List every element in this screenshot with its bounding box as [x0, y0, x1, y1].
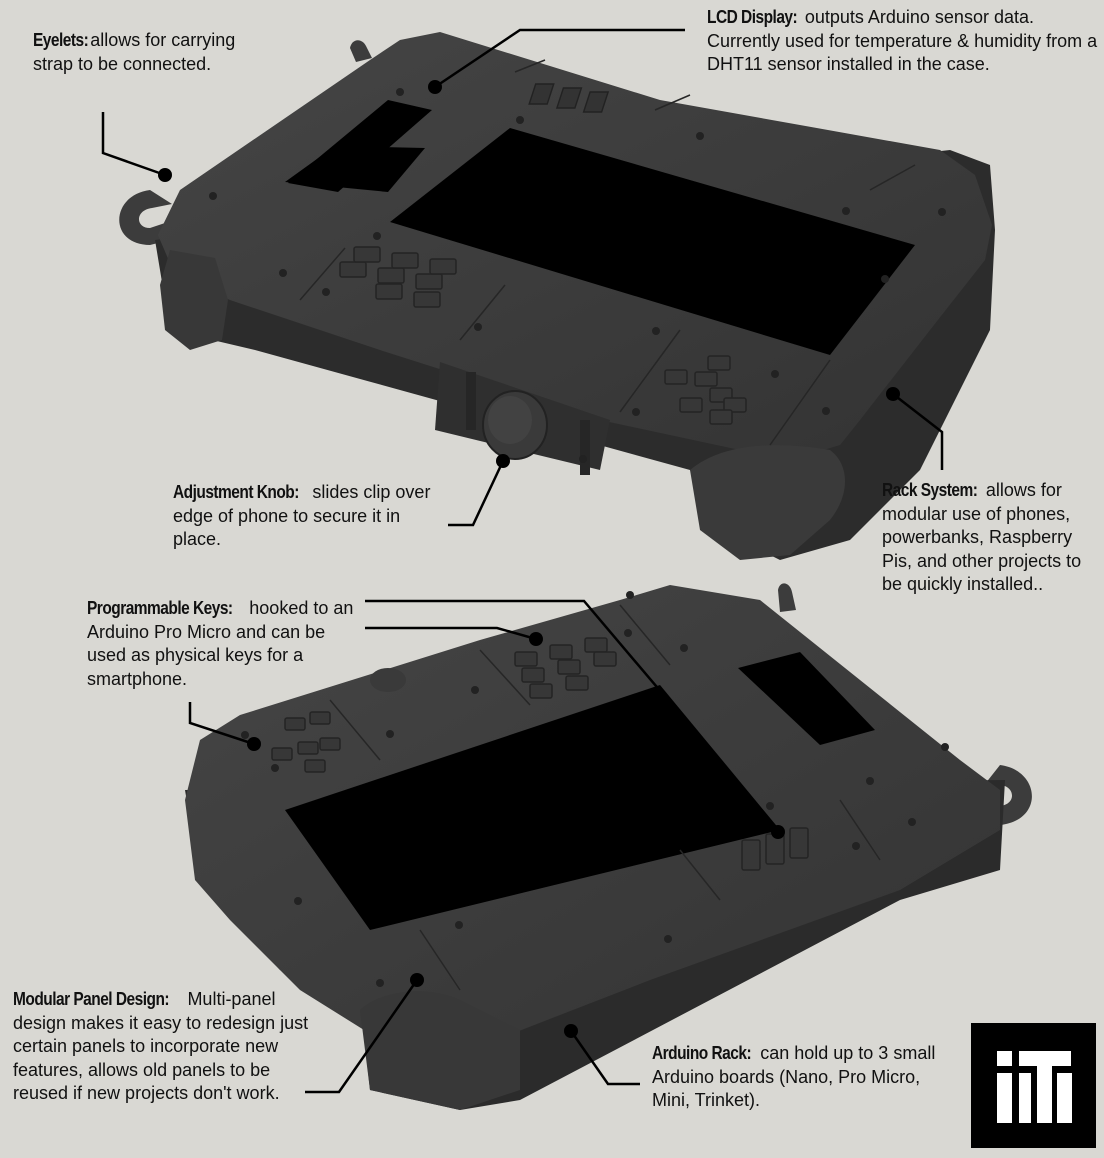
iti-monogram-icon [997, 1051, 1072, 1123]
callout-knob-title: Adjustment Knob: [173, 482, 299, 502]
callout-adjustment-knob: Adjustment Knob: slides clip over edge o… [173, 481, 453, 552]
callout-eyelets-text: allows for carrying strap to be connecte… [33, 30, 236, 74]
callout-programmable-keys: Programmable Keys: hooked to an Arduino … [87, 597, 367, 691]
callout-keys-title: Programmable Keys: [87, 598, 233, 618]
callout-modular-title: Modular Panel Design: [13, 989, 170, 1009]
iti-logo [971, 1023, 1096, 1148]
callout-lcd-display: LCD Display: outputs Arduino sensor data… [707, 6, 1102, 77]
callout-rack-system: Rack System: allows for modular use of p… [882, 479, 1102, 597]
callout-keys-text: hooked to an Arduino Pro Micro and can b… [87, 598, 354, 689]
callout-lcd-title: LCD Display: [707, 7, 798, 27]
top-case [119, 32, 995, 560]
callout-eyelets: Eyelets: allows for carrying strap to be… [33, 29, 238, 76]
callout-arduino-text: can hold up to 3 small Arduino boards (N… [652, 1043, 936, 1110]
callout-rack-text: allows for modular use of phones, powerb… [882, 480, 1082, 594]
callout-modular-text: Multi-panel design makes it easy to rede… [13, 989, 309, 1103]
callout-arduino-rack: Arduino Rack: can hold up to 3 small Ard… [652, 1042, 952, 1113]
eyelet-top [350, 40, 372, 62]
bottom-screen [285, 685, 780, 930]
leader-dots [158, 80, 900, 1038]
callout-lcd-text: outputs Arduino sensor data. Currently u… [707, 7, 1098, 74]
callout-eyelets-title: Eyelets: [33, 30, 89, 50]
callout-modular-panel: Modular Panel Design: Multi-panel design… [13, 988, 318, 1106]
bottom-lcd [738, 652, 875, 745]
eyelet-left [119, 190, 172, 245]
bottom-case [185, 583, 1032, 1110]
leader-lines [101, 28, 944, 1094]
callout-knob-text: slides clip over edge of phone to secure… [173, 482, 431, 549]
callout-arduino-title: Arduino Rack: [652, 1043, 752, 1063]
callout-rack-title: Rack System: [882, 480, 978, 500]
top-screen [390, 128, 915, 355]
